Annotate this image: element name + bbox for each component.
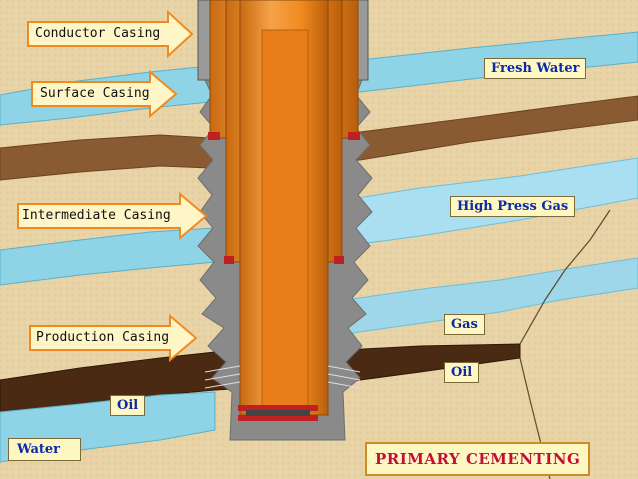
gas-layer (344, 257, 638, 335)
float-shoe (238, 415, 318, 421)
inner-bore (261, 29, 309, 416)
fresh-water-label: Fresh Water (484, 58, 587, 79)
conductor-casing-label: Conductor Casing (35, 26, 161, 41)
diagram-title: PRIMARY CEMENTING (365, 442, 591, 476)
surface-casing-arrow (31, 69, 178, 119)
float-shoe (238, 405, 318, 411)
gas-label: Gas (444, 314, 485, 335)
water-label: Water (8, 438, 82, 461)
float-shoe-base (246, 410, 310, 416)
intermediate-casing-shoe (224, 256, 234, 264)
oil-label-left: Oil (110, 395, 146, 416)
intermediate-casing-shoe (334, 256, 344, 264)
surface-casing-shoe (208, 132, 220, 140)
production-casing-arrow (29, 313, 198, 363)
surface-casing-shoe (348, 132, 360, 140)
production-casing-label: Production Casing (36, 330, 170, 345)
surface-casing-label: Surface Casing (40, 86, 150, 101)
perforations (204, 365, 361, 389)
oil-label-right: Oil (444, 362, 480, 383)
conductor-casing-arrow (27, 9, 194, 59)
fault-line (519, 209, 611, 345)
high-press-gas-label: High Press Gas (450, 196, 576, 217)
intermediate-casing-arrow (17, 191, 208, 241)
intermediate-casing-label: Intermediate Casing (22, 208, 171, 223)
